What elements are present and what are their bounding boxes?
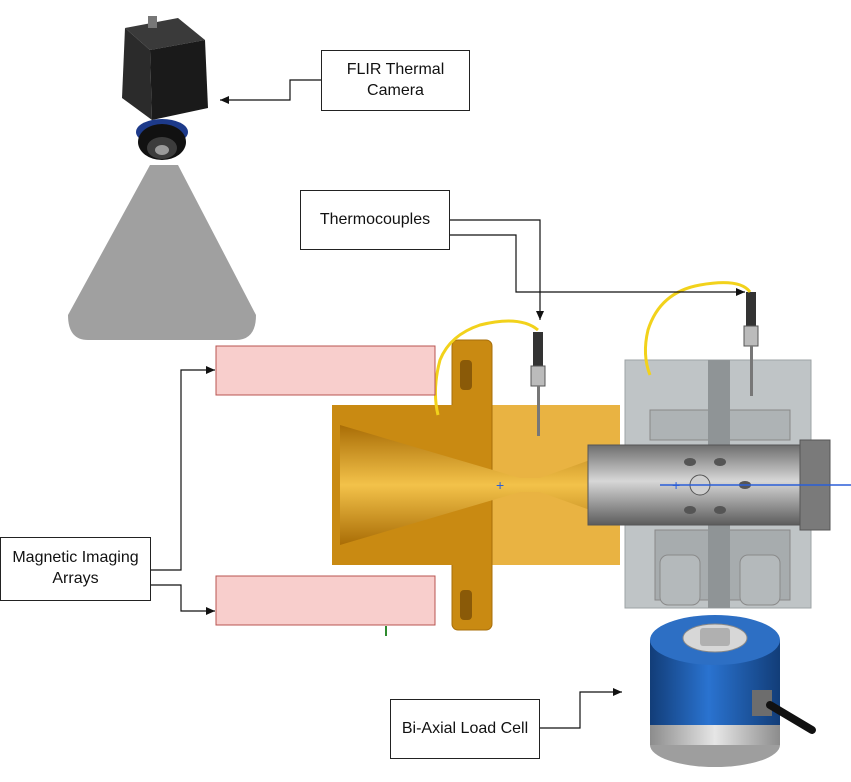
camera-icon <box>122 16 208 160</box>
magnetic-arrays-label-line1: Magnetic Imaging <box>12 549 139 567</box>
load-cell-label: Bi-Axial Load Cell <box>390 699 540 759</box>
nozzle-icon <box>340 425 590 545</box>
camera-connector <box>220 79 321 104</box>
load-cell-label-text: Bi-Axial Load Cell <box>401 719 529 737</box>
camera-label: FLIR Thermal Camera <box>321 50 470 111</box>
magnetic-array-bottom <box>215 575 436 626</box>
svg-text:+: + <box>672 477 680 493</box>
magnetic-array-top <box>215 345 436 396</box>
magnetic-connector-top <box>151 366 215 571</box>
magnetic-arrays-label: Magnetic Imaging Arrays <box>0 537 151 601</box>
load-cell-icon <box>650 615 816 767</box>
load-cell-connector <box>540 688 622 729</box>
thermocouples-label-text: Thermocouples <box>319 210 431 228</box>
threaded-tube: + + <box>496 439 851 531</box>
camera-field-of-view <box>68 165 256 340</box>
magnetic-connector-bottom <box>151 584 215 615</box>
thermocouple-connector-1 <box>450 219 544 320</box>
camera-label-line2: Camera <box>367 81 424 99</box>
camera-label-line1: FLIR Thermal <box>346 60 445 78</box>
thermocouples-label: Thermocouples <box>300 190 450 250</box>
svg-text:+: + <box>496 477 504 493</box>
magnetic-arrays-label-line2: Arrays <box>52 570 99 587</box>
thermocouple-connector-2 <box>450 234 745 296</box>
